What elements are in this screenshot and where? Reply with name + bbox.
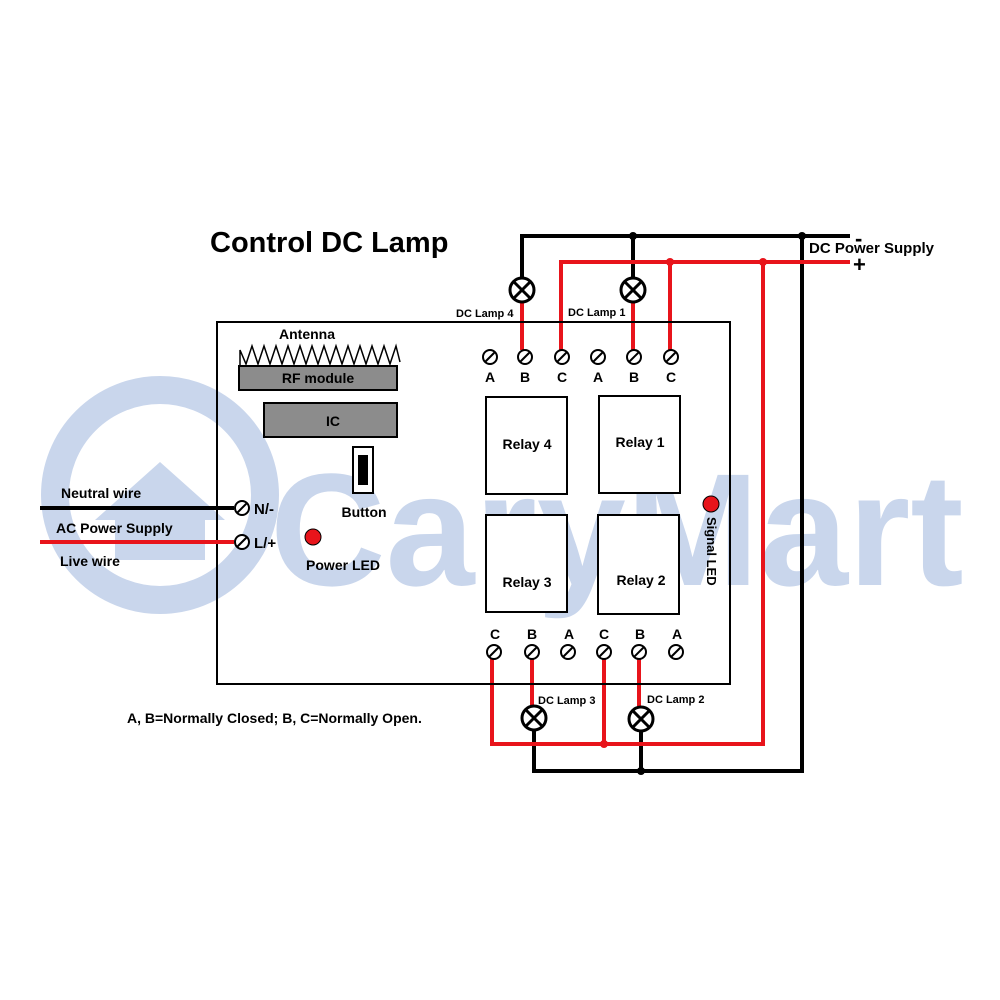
pos-wire-top — [559, 260, 850, 350]
top-terminal-4b: B — [517, 349, 533, 385]
ic-chip — [263, 402, 398, 438]
lamp-dc-2: DC Lamp 2 — [627, 694, 704, 733]
antenna-coil-icon — [239, 343, 401, 367]
terminal-label: A — [593, 369, 603, 385]
watermark-logo-ring — [41, 376, 279, 614]
terminal-label: B — [520, 369, 530, 385]
wire-junctions — [600, 258, 767, 748]
power-led-icon — [304, 528, 322, 546]
positive-wires — [490, 260, 850, 746]
button-label: Button — [341, 504, 386, 520]
terminal-label: C — [490, 626, 500, 642]
terminal-label: C — [666, 369, 676, 385]
neg-wire-junctions — [629, 232, 806, 775]
relay-label: Relay 1 — [615, 434, 664, 450]
bottom-terminal-2a: A — [668, 626, 684, 660]
dc-plus-label: + — [853, 252, 866, 277]
neutral-wire-label: Neutral wire — [61, 485, 141, 501]
lamp-label: DC Lamp 2 — [647, 694, 704, 706]
relay-label: Relay 2 — [616, 572, 665, 588]
terminal-l-label: L/+ — [254, 535, 276, 552]
dc-minus-label: - — [855, 226, 862, 251]
terminal-n: N/- — [234, 500, 274, 518]
negative-wires — [520, 234, 850, 773]
lamp-dc-1: DC Lamp 1 — [568, 276, 647, 319]
rf-module-label: RF module — [282, 370, 355, 386]
diagram-title: Control DC Lamp — [210, 227, 448, 259]
neg-wire-top — [520, 234, 850, 278]
lamp-label: DC Lamp 1 — [568, 307, 625, 319]
controller-board — [216, 321, 731, 685]
bottom-terminal-3b: B — [524, 626, 540, 660]
neg-wire-bottom — [532, 236, 804, 773]
power-led-label: Power LED — [306, 557, 380, 573]
bottom-terminal-3c: C — [486, 626, 502, 660]
watermark-logo-house-icon — [95, 462, 225, 560]
top-terminal-4a: A — [482, 349, 498, 385]
bottom-terminal-2c: C — [596, 626, 612, 660]
terminal-label: B — [635, 626, 645, 642]
lamp-dc-4: DC Lamp 4 — [456, 276, 536, 320]
top-terminal-1b: B — [626, 349, 642, 385]
top-terminal-1a: A — [590, 349, 606, 385]
relay-3: Relay 3 — [485, 514, 568, 613]
lamp-label: DC Lamp 3 — [538, 695, 595, 707]
terminal-n-label: N/- — [254, 501, 274, 518]
ac-power-supply-label: AC Power Supply — [56, 520, 173, 536]
relay-2: Relay 2 — [597, 514, 680, 615]
terminal-label: A — [485, 369, 495, 385]
terminal-label: C — [557, 369, 567, 385]
lamp-dc-3: DC Lamp 3 — [520, 695, 595, 732]
contact-note: A, B=Normally Closed; B, C=Normally Open… — [127, 710, 422, 726]
relay-4: Relay 4 — [485, 396, 568, 495]
bottom-terminal-3a: A — [560, 626, 576, 660]
relay-label: Relay 3 — [502, 574, 551, 590]
terminal-label: A — [564, 626, 574, 642]
ic-label: IC — [326, 413, 340, 429]
terminal-label: A — [672, 626, 682, 642]
lamp-label: DC Lamp 4 — [456, 308, 514, 320]
button-switch-knob — [358, 455, 368, 485]
top-terminal-block: A B C A B C — [482, 349, 679, 385]
live-wire-label: Live wire — [60, 553, 120, 569]
pos-wire-bottom — [490, 262, 765, 746]
dc-power-supply-label: DC Power Supply — [809, 240, 935, 257]
top-terminal-4c: C — [554, 349, 570, 385]
signal-led-icon — [702, 495, 720, 513]
relay-label: Relay 4 — [502, 436, 551, 452]
terminal-label: C — [599, 626, 609, 642]
signal-led-label: Signal LED — [704, 517, 719, 586]
terminal-label: B — [527, 626, 537, 642]
top-terminal-1c: C — [663, 349, 679, 385]
rf-module — [238, 365, 398, 391]
bottom-terminal-2b: B — [631, 626, 647, 660]
terminal-label: B — [629, 369, 639, 385]
antenna-label: Antenna — [279, 326, 335, 342]
bottom-terminal-block: C B A C B A — [486, 626, 684, 660]
terminal-l: L/+ — [234, 534, 276, 552]
relay-1: Relay 1 — [598, 395, 681, 494]
